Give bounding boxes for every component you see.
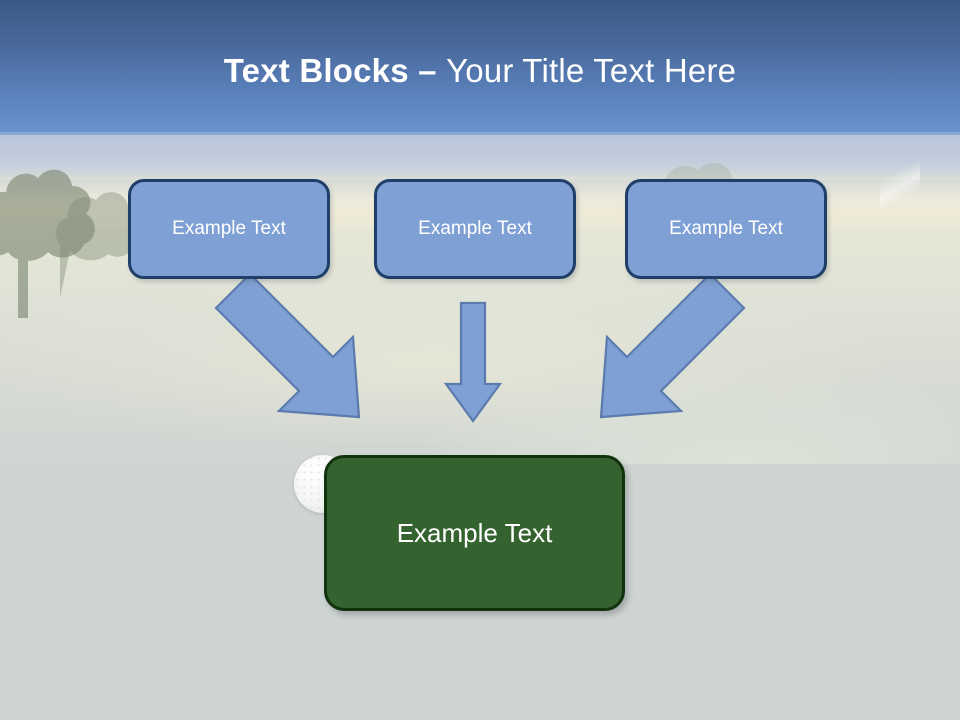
bottom-box-label: Example Text <box>396 517 553 548</box>
top-box-2-label: Example Text <box>418 218 532 239</box>
top-box-1[interactable]: Example Text <box>128 179 330 279</box>
top-box-2[interactable]: Example Text <box>374 179 576 279</box>
tree-silhouette-left <box>0 169 95 318</box>
photo-mound <box>430 284 960 464</box>
title-banner-rule <box>0 132 960 135</box>
page-title: Text Blocks – Your Title Text Here <box>0 51 960 91</box>
tree-silhouette-left-secondary <box>55 192 142 298</box>
top-box-1-label: Example Text <box>172 218 286 239</box>
title-banner <box>0 0 960 134</box>
bottom-box[interactable]: Example Text <box>324 455 625 611</box>
photo-sky <box>0 134 960 180</box>
photo-light-streak <box>880 134 920 244</box>
page-title-bold: Text Blocks <box>223 52 409 89</box>
top-box-3[interactable]: Example Text <box>625 179 827 279</box>
page-title-rest: Your Title Text Here <box>446 52 737 89</box>
top-box-3-label: Example Text <box>669 218 783 239</box>
page-title-separator: – <box>408 52 447 89</box>
